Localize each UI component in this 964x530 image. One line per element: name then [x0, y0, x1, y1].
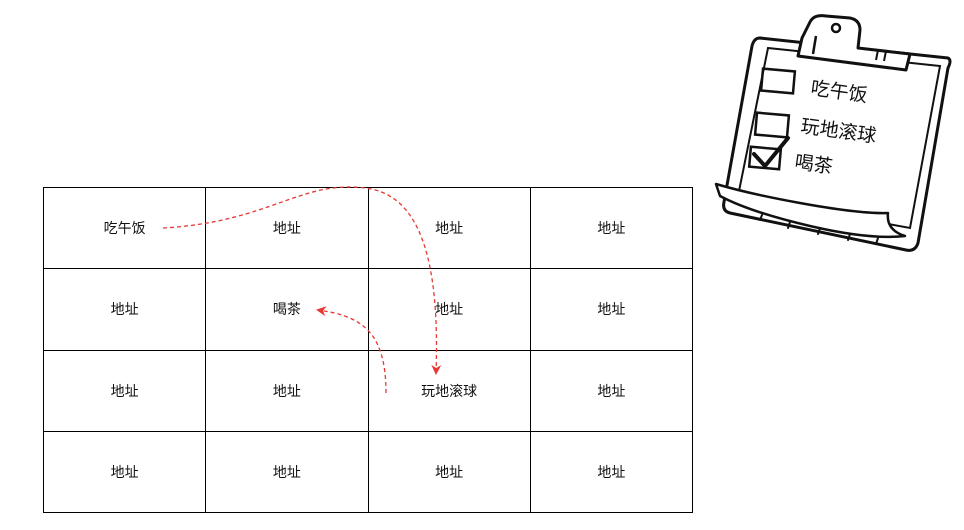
grid-cell-r4-c4: 地址	[530, 431, 693, 513]
grid-cell-r4-c1: 地址	[44, 431, 207, 513]
grid-cell-r1-c3: 地址	[368, 188, 531, 270]
location-grid: 吃午饭 地址 地址 地址 地址 喝茶 地址 地址 地址 地址 玩地滚球 地址 地…	[43, 187, 693, 513]
clipboard-clip	[796, 14, 912, 72]
checklist-item-tea: 喝茶	[793, 151, 834, 178]
grid-cell-r4-c2: 地址	[206, 431, 369, 513]
grid-cell-r3-c1: 地址	[44, 350, 207, 432]
checkbox-bowling	[753, 111, 791, 139]
grid-cell-r2-c4: 地址	[530, 269, 693, 351]
grid-cell-r3-c2: 地址	[206, 350, 369, 432]
grid-cell-r2-c3: 地址	[368, 269, 531, 351]
grid-cell-r1-c4: 地址	[530, 188, 693, 270]
grid-cell-r4-c3: 地址	[368, 431, 531, 513]
checkbox-tea	[747, 145, 783, 171]
checkmark-icon	[752, 136, 790, 168]
grid-cell-r1-c2: 地址	[206, 188, 369, 270]
checkbox-lunch	[759, 67, 797, 95]
grid-cell-r2-c1: 地址	[44, 269, 207, 351]
grid-cell-r3-c3: 玩地滚球	[368, 350, 531, 432]
grid-cell-r3-c4: 地址	[530, 350, 693, 432]
checklist-clipboard-illustration: 吃午饭 玩地滚球 喝茶	[714, 14, 952, 252]
grid-cell-r1-c1: 吃午饭	[44, 188, 207, 270]
clipboard-clip-hole	[830, 22, 842, 34]
clipboard-paper-curl	[714, 182, 907, 239]
grid-cell-r2-c2: 喝茶	[206, 269, 369, 351]
